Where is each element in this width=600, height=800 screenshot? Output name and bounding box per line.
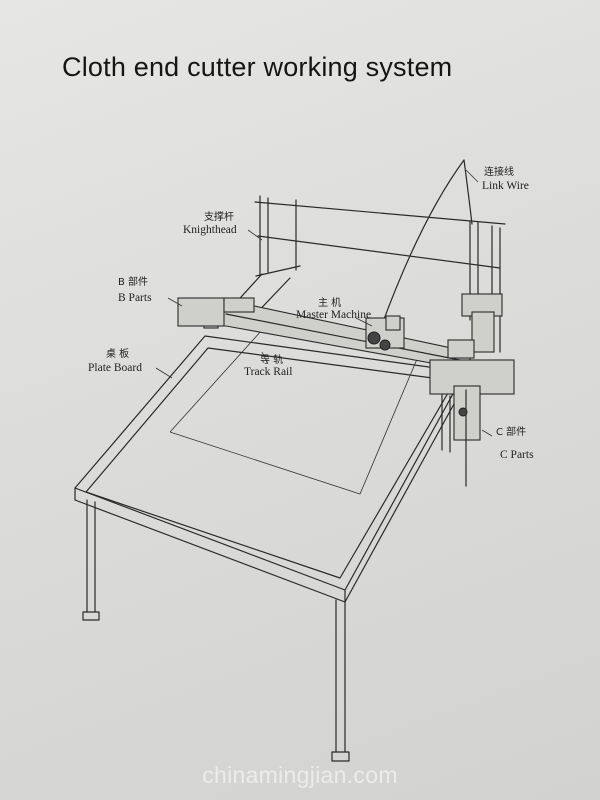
link-wire bbox=[379, 159, 473, 331]
knighthead-frame bbox=[254, 195, 506, 353]
table-legs bbox=[82, 393, 451, 762]
c-parts-label-en: C Parts bbox=[500, 449, 534, 461]
label-leaders bbox=[155, 169, 493, 437]
b-parts-label-cn: B 部件 bbox=[118, 277, 149, 288]
b-parts-label-en: B Parts bbox=[118, 292, 152, 304]
watermark: chinamingjian.com bbox=[202, 762, 398, 788]
master-machine-label-en: Master Machine bbox=[296, 309, 372, 321]
c-parts-assembly bbox=[429, 339, 515, 487]
c-parts-label-cn: C 部件 bbox=[496, 427, 527, 438]
knighthead-label-cn: 支撑杆 bbox=[204, 212, 234, 223]
plate-board-label-cn: 桌 板 bbox=[106, 349, 130, 360]
knighthead-label-en: Knighthead bbox=[183, 224, 237, 236]
b-parts-block bbox=[177, 297, 255, 327]
page-title: Cloth end cutter working system bbox=[62, 52, 453, 82]
master-machine-label-cn: 主 机 bbox=[318, 298, 342, 309]
plate-board-label-en: Plate Board bbox=[88, 362, 142, 374]
link-wire-label-en: Link Wire bbox=[482, 180, 529, 192]
track-rail-label-en: Track Rail bbox=[244, 366, 293, 378]
link-wire-label-cn: 连接线 bbox=[484, 167, 514, 178]
track-rail-label-cn: 导 轨 bbox=[260, 355, 284, 366]
master-machine bbox=[365, 315, 405, 351]
